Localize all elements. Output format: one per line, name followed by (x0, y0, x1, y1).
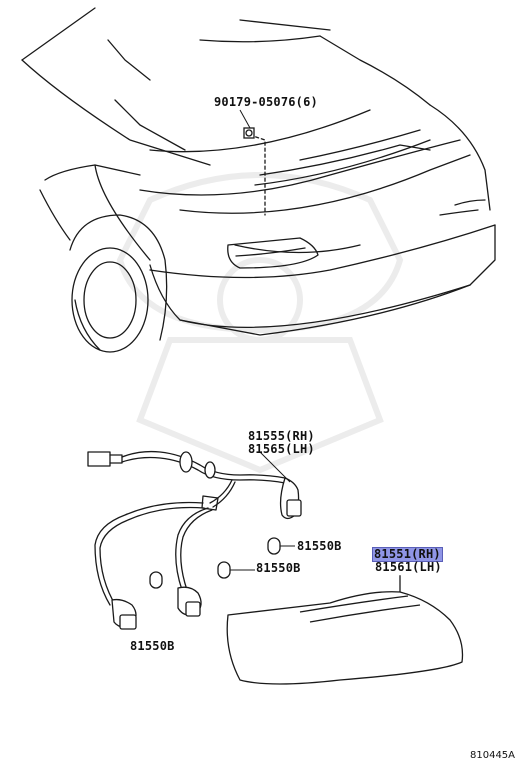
car-rear-illustration (21, 7, 496, 353)
label-bulb-top: 81550B (297, 539, 342, 553)
bolt-icon (243, 127, 255, 139)
figure-code: 810445A (470, 750, 516, 761)
label-socket-rh: 81555(RH) (248, 429, 315, 443)
tail-lamp-lens-illustration (226, 576, 464, 685)
bulb-leader-lines (230, 545, 295, 571)
bulb-icon (149, 537, 281, 589)
label-leader-lines (239, 109, 401, 592)
wire-harness-illustration (87, 450, 302, 630)
label-lens-rh-highlighted[interactable]: 81551(RH) (372, 547, 443, 562)
label-lens-lh: 81561(LH) (375, 560, 442, 574)
label-bulb-bottom: 81550B (130, 639, 175, 653)
label-bolt: 90179-05076(6) (214, 95, 318, 109)
label-socket-lh: 81565(LH) (248, 442, 315, 456)
label-bulb-mid: 81550B (256, 561, 301, 575)
watermark (116, 172, 404, 474)
